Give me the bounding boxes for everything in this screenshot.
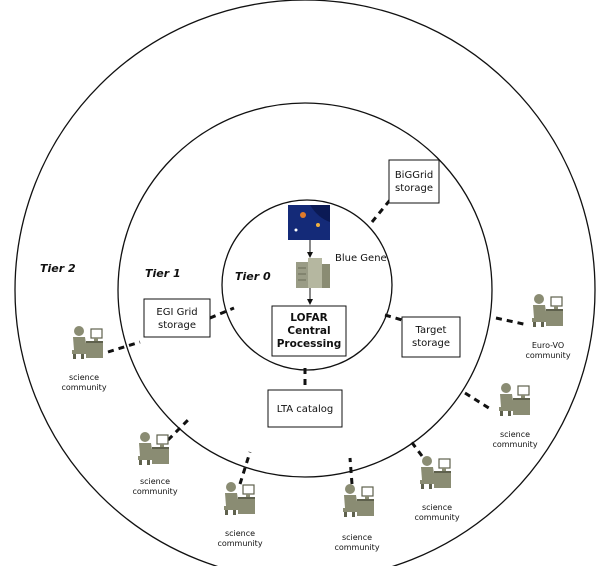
community-bottom-right: science community (414, 455, 460, 522)
target-line-1: Target (415, 325, 447, 336)
lofar-line-3: Processing (277, 338, 342, 350)
person-at-computer-icon (223, 481, 256, 516)
lofar-central-processing-box: LOFAR Central Processing (271, 305, 347, 357)
connector-bottom-mid (348, 457, 354, 485)
lofar-line-1: LOFAR (290, 312, 327, 324)
svg-text:community: community (334, 543, 379, 552)
target-line-2: storage (412, 338, 450, 349)
egi-line-1: EGI Grid (156, 307, 197, 318)
connector-lower-left (166, 418, 190, 442)
community-bottom-mid: science community (334, 483, 380, 552)
sky-image-icon (288, 205, 330, 240)
connector-right-lower (464, 391, 493, 412)
person-at-computer-icon (531, 293, 564, 328)
svg-text:community: community (217, 539, 262, 548)
svg-text:science: science (422, 503, 452, 512)
svg-text:Euro-VO: Euro-VO (532, 341, 564, 350)
svg-text:science: science (342, 533, 372, 542)
person-at-computer-icon (71, 325, 104, 360)
person-at-computer-icon (137, 431, 170, 466)
svg-text:community: community (414, 513, 459, 522)
svg-text:science: science (140, 477, 170, 486)
svg-text:community: community (132, 487, 177, 496)
blue-gene-label: Blue Gene (335, 253, 387, 264)
community-left: science community (61, 325, 107, 392)
tier1-ring (117, 102, 493, 478)
tier1-label: Tier 1 (145, 267, 181, 280)
person-at-computer-icon (342, 483, 375, 518)
tier0-ring (221, 199, 393, 371)
community-right-lower: science community (492, 382, 538, 449)
biggrid-line-1: BiGGrid (395, 170, 433, 181)
egi-line-2: storage (158, 320, 196, 331)
blue-gene-server-icon (296, 258, 330, 288)
svg-text:science: science (69, 373, 99, 382)
biggrid-storage-box: BiGGrid storage (388, 159, 440, 204)
lta-catalog-box: LTA catalog (267, 389, 343, 428)
tier0-label: Tier 0 (235, 270, 271, 283)
connector-biggrid (370, 199, 392, 223)
svg-text:community: community (525, 351, 570, 360)
tier2-ring (14, 0, 596, 566)
svg-text:community: community (492, 440, 537, 449)
connector-euro-vo (495, 316, 529, 327)
connectors (107, 199, 529, 485)
connector-target (384, 313, 403, 322)
community-bottom-left: science community (217, 481, 263, 548)
egi-grid-storage-box: EGI Grid storage (143, 298, 211, 338)
svg-text:science: science (500, 430, 530, 439)
connector-bottom-right (408, 439, 424, 457)
tier2-label: Tier 2 (40, 262, 76, 275)
connector-bottom-left (238, 451, 252, 485)
target-storage-box: Target storage (401, 316, 461, 358)
community-euro-vo: Euro-VO community (525, 293, 571, 360)
svg-text:community: community (61, 383, 106, 392)
svg-text:science: science (225, 529, 255, 538)
community-lower-left: science community (132, 431, 178, 496)
person-at-computer-icon (419, 455, 452, 490)
lta-catalog-label: LTA catalog (277, 404, 333, 415)
connector-egi (209, 306, 235, 320)
connector-left-community (107, 340, 141, 354)
person-at-computer-icon (498, 382, 531, 417)
biggrid-line-2: storage (395, 183, 433, 194)
lofar-line-2: Central (287, 325, 330, 337)
